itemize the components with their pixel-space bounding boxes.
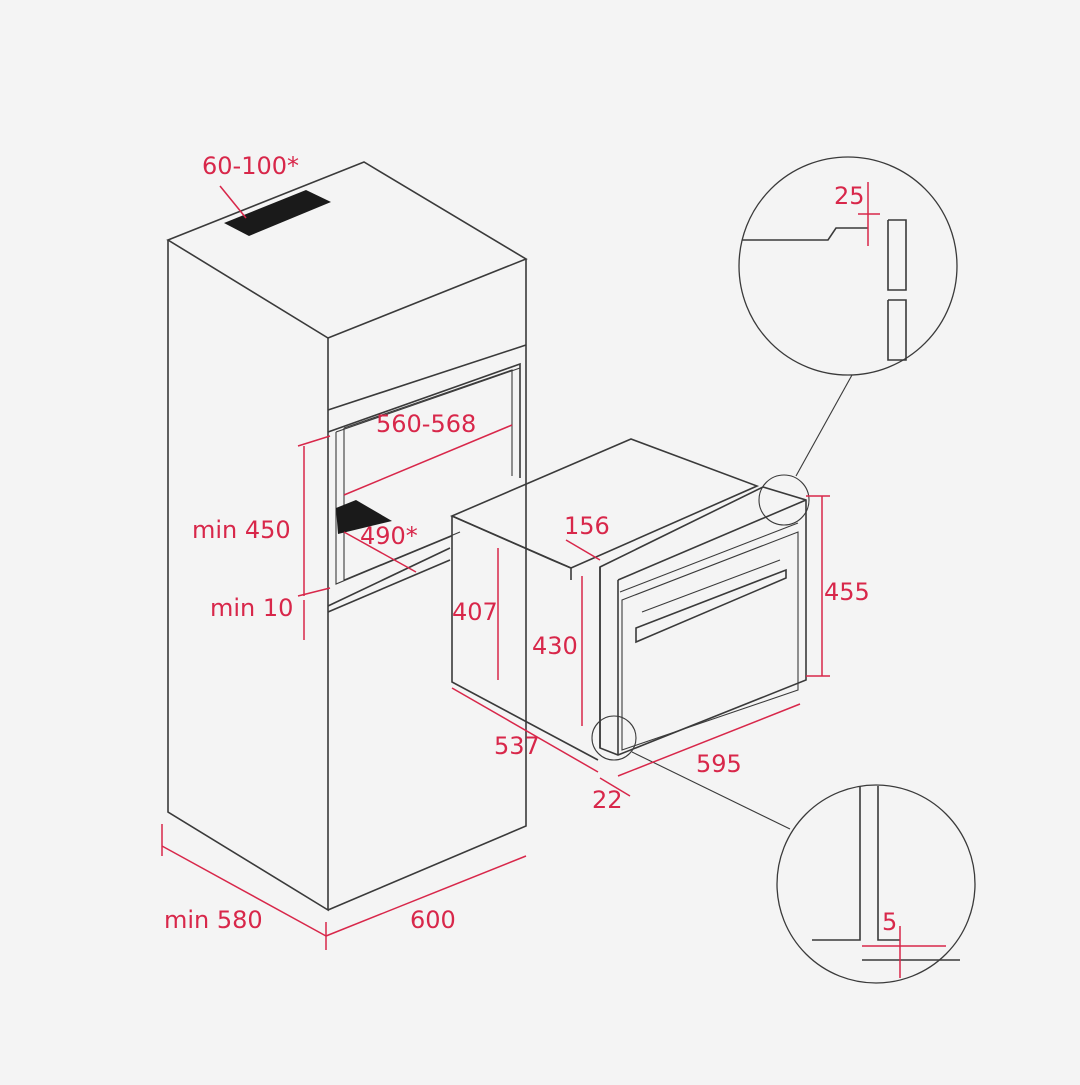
label-gap-below: min 10 [210, 594, 293, 622]
cabinet-right-face [327, 259, 527, 911]
detail-top [738, 156, 958, 526]
label-cabinet-depth: min 580 [164, 906, 263, 934]
cabinet-upper-panel-edge [327, 344, 527, 411]
detail-top-panel [887, 219, 907, 291]
dim-line-top-vent [219, 185, 247, 219]
niche-inner-back [343, 428, 461, 581]
niche-inner-edge [335, 367, 521, 433]
detail-leader-bottom [631, 751, 791, 830]
detail-circle-bottom [776, 784, 976, 984]
label-oven-height: 430 [532, 632, 578, 660]
dim-line-22 [599, 777, 631, 797]
label-oven-top-step: 156 [564, 512, 610, 540]
oven-door [621, 531, 799, 751]
dim-line-cabinet-width [325, 855, 527, 937]
dim-line-156 [565, 539, 601, 561]
label-oven-body-height: 407 [452, 598, 498, 626]
detail-marker-bottom [591, 715, 637, 761]
label-cabinet-width: 600 [410, 906, 456, 934]
label-front-offset: 22 [592, 786, 623, 814]
detail-bottom-panel [877, 786, 900, 941]
niche-frame-top [327, 362, 521, 478]
label-niche-height: min 450 [192, 516, 291, 544]
detail-bottom-profile [812, 786, 861, 941]
label-top-vent: 60-100* [202, 152, 299, 180]
label-niche-width: 560-568 [376, 410, 476, 438]
dim-tick-niche-top [297, 435, 331, 447]
label-oven-width: 595 [696, 750, 742, 778]
dim-tick-niche-bottom [297, 587, 331, 597]
oven [449, 438, 807, 761]
oven-body-left [451, 516, 599, 761]
dim-line-bottom-vent [343, 531, 417, 573]
oven-control-strip [619, 522, 799, 593]
detail-top-profile [742, 227, 868, 241]
niche-inner-left [335, 432, 453, 585]
oven-front-frame [599, 486, 807, 756]
detail-bottom [591, 715, 976, 984]
dim-line-niche-width [343, 424, 513, 496]
oven-top-line [641, 559, 781, 613]
detail-leader-top [795, 374, 853, 477]
dimension-lines [161, 182, 946, 978]
bottom-vent-opening [336, 500, 392, 534]
cabinet-lower-panel-edge [327, 559, 451, 613]
detail-marker-top [758, 474, 810, 526]
detail-top-panel-lower [887, 299, 907, 361]
label-oven-depth: 537 [494, 732, 540, 760]
dim-line-537 [451, 687, 599, 773]
label-detail-bottom: 5 [882, 908, 897, 936]
oven-front-top-edge [617, 499, 807, 581]
dim-line-595 [617, 703, 801, 777]
label-detail-top: 25 [834, 182, 865, 210]
tall-cabinet [166, 161, 528, 912]
oven-handle [635, 568, 787, 644]
niche-inner-top [343, 369, 513, 476]
label-oven-front-height: 455 [824, 578, 870, 606]
oven-step [451, 515, 572, 580]
detail-circle-top [738, 156, 958, 376]
label-bottom-vent: 490* [360, 522, 418, 550]
niche-frame-bottom [327, 547, 451, 607]
top-vent-opening [224, 190, 331, 236]
cabinet-left-face [167, 240, 329, 912]
dim-line-cabinet-depth [161, 845, 327, 937]
dimension-labels: 60-100* 560-568 min 450 490* min 10 min … [164, 152, 897, 936]
